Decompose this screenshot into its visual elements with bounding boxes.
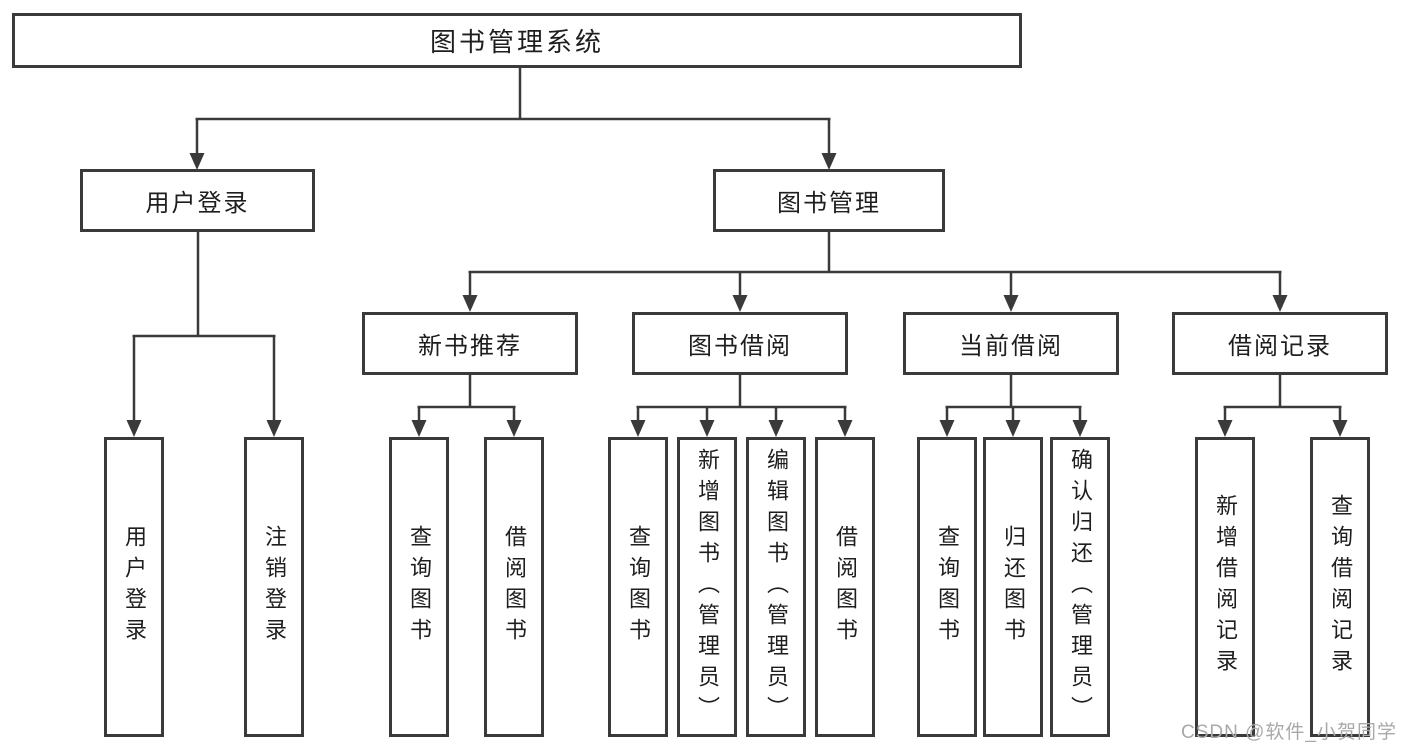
connector-new-book-branch	[411, 375, 522, 437]
node-book-borrowing: 图书借阅	[632, 312, 848, 375]
connector-book-management-branch	[462, 232, 1288, 312]
leaf-query-borrow-record: 查询借阅记录	[1310, 437, 1370, 737]
leaf-add-borrow-record: 新增借阅记录	[1195, 437, 1255, 737]
leaf-logout: 注销登录	[244, 437, 304, 737]
leaf-query-book-recommend: 查询图书	[389, 437, 449, 737]
leaf-borrow-book: 借阅图书	[815, 437, 875, 737]
leaf-edit-book-admin: 编辑图书（管理员）	[746, 437, 806, 737]
node-library-management-system: 图书管理系统	[12, 13, 1022, 68]
node-borrowing-records: 借阅记录	[1172, 312, 1388, 375]
node-new-book-recommendation: 新书推荐	[362, 312, 578, 375]
leaf-query-book-borrowing: 查询图书	[608, 437, 668, 737]
node-user-login: 用户登录	[80, 169, 315, 232]
leaf-add-book-admin: 新增图书（管理员）	[677, 437, 737, 737]
csdn-watermark: CSDN @软件_小贺同学	[1181, 722, 1397, 743]
leaf-user-login: 用户登录	[104, 437, 164, 737]
node-book-management: 图书管理	[713, 169, 945, 232]
node-current-borrowing: 当前借阅	[903, 312, 1119, 375]
leaf-query-book-current: 查询图书	[917, 437, 977, 737]
connector-book-borrow-branch	[630, 375, 853, 437]
connector-root-to-level2	[189, 68, 837, 170]
connector-current-borrow-branch	[939, 375, 1088, 437]
leaf-return-book: 归还图书	[983, 437, 1043, 737]
leaf-borrow-book-recommend: 借阅图书	[484, 437, 544, 737]
connector-borrow-records-branch	[1217, 375, 1348, 437]
leaf-confirm-return-admin: 确认归还（管理员）	[1050, 437, 1110, 737]
connector-user-login-branch	[126, 232, 282, 437]
